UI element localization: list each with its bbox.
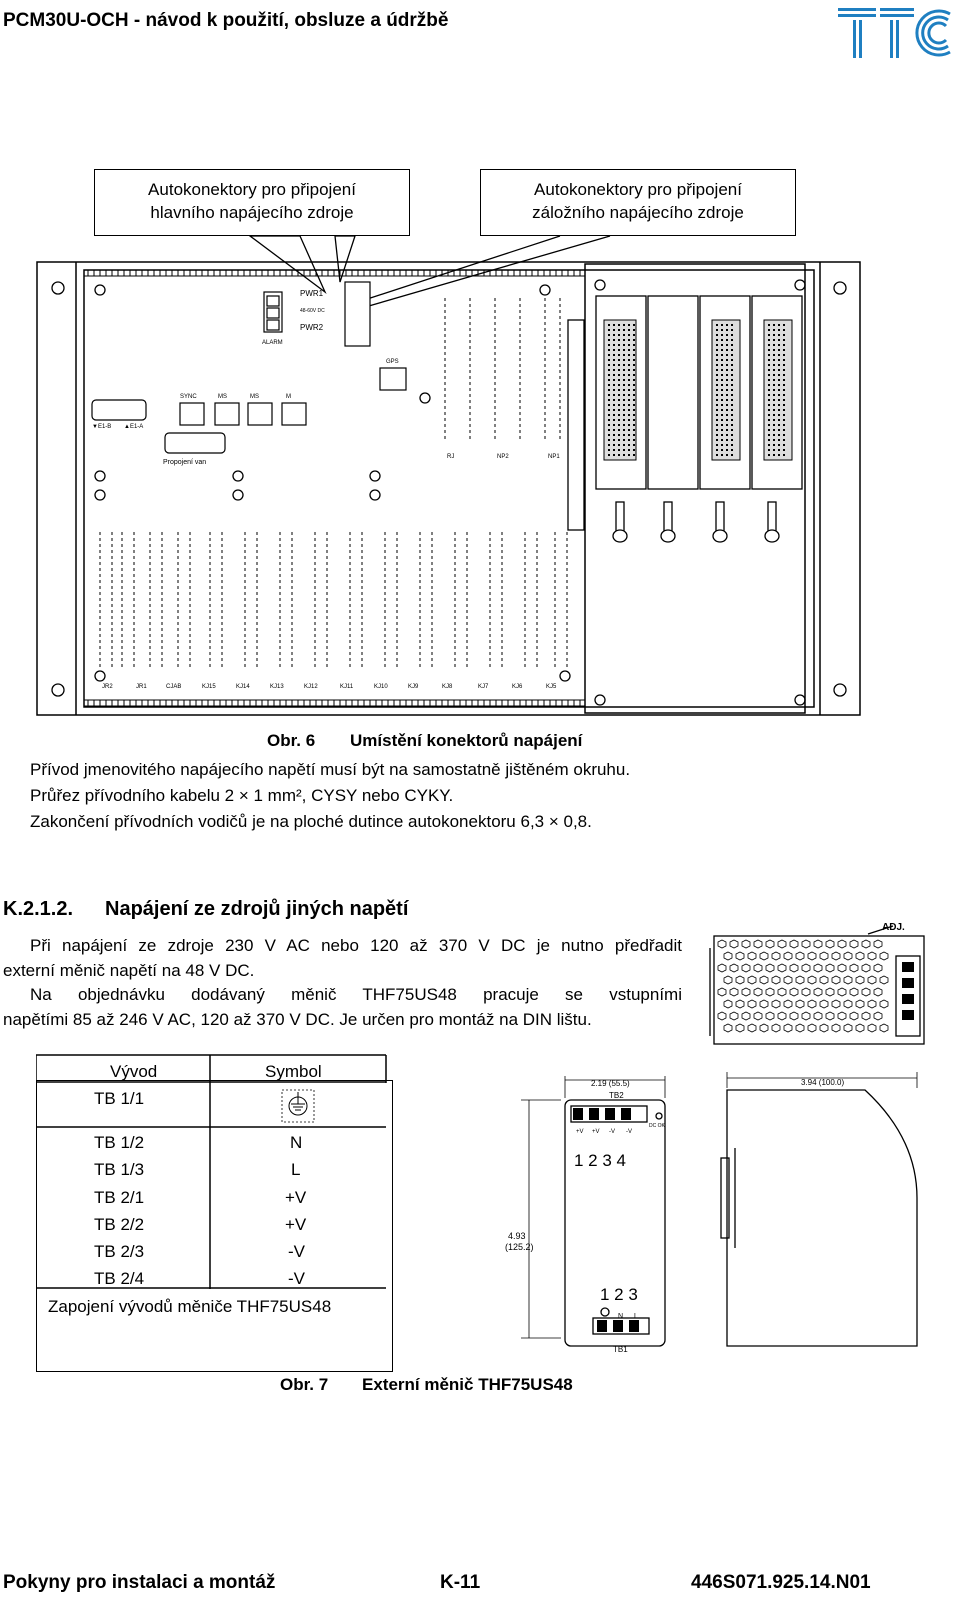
callout-main-power: Autokonektory pro připojení hlavního nap…	[94, 169, 410, 236]
ms1-label: MS	[218, 394, 227, 400]
height-dimension: (125.2)	[505, 1242, 534, 1252]
alarm-label: ALARM	[262, 340, 283, 346]
body-line: Zakončení přívodních vodičů je na ploché…	[30, 812, 592, 831]
bottom-connector-label: KJ10	[374, 684, 388, 690]
pwr2-label: PWR2	[300, 323, 324, 332]
top-connector-label: NP1	[548, 454, 560, 460]
pwr1-label: PWR1	[300, 289, 324, 298]
top-connector-label: RJ	[447, 454, 454, 460]
tb1-numbers: 1 2 3	[600, 1285, 638, 1304]
pin-table-lines	[36, 1054, 387, 1289]
section-number: K.2.1.2.	[3, 898, 74, 920]
bottom-connector-label: KJ7	[478, 684, 489, 690]
pin-cell: TB 2/1	[94, 1188, 145, 1207]
figure7-caption-text: Externí měnič THF75US48	[362, 1375, 573, 1394]
pin-cell: TB 2/3	[94, 1242, 145, 1261]
bottom-connector-label: KJ14	[236, 684, 250, 690]
symbol-cell: -V	[288, 1269, 305, 1288]
tb2-pin: -V	[609, 1129, 615, 1135]
section-title: Napájení ze zdrojů jiných napětí	[105, 898, 409, 920]
converter-dimension-drawing: 2.19 (55.5) TB2 +V +V -V -V DC OK 1 2 3 …	[505, 1072, 918, 1354]
body-line: Přívod jmenovitého napájecího napětí mus…	[30, 760, 631, 779]
pin-cell: TB 1/1	[94, 1089, 145, 1108]
depth-dimension: 3.94 (100.0)	[801, 1078, 844, 1087]
adj-label: ADJ.	[882, 922, 905, 933]
e1a-label: ▲E1-A	[124, 424, 143, 430]
width-dimension: 2.19 (55.5)	[591, 1079, 630, 1088]
bottom-connector-label: KJ5	[546, 684, 557, 690]
tb2-pin: -V	[626, 1129, 632, 1135]
bottom-connector-label: CJAB	[166, 684, 181, 690]
bottom-connector-label: KJ12	[304, 684, 318, 690]
ground-icon	[281, 1089, 315, 1123]
propojeni-label: Propojení van	[163, 459, 206, 466]
bottom-connector-label: KJ9	[408, 684, 419, 690]
paragraph-line: napětími 85 až 246 V AC, 120 až 370 V DC…	[3, 1010, 592, 1029]
paragraph-line: Na objednávku dodávaný měnič THF75US48 p…	[30, 985, 682, 1004]
figure6-caption-number: Obr. 6	[267, 731, 316, 750]
pin-cell: TB 2/2	[94, 1215, 145, 1234]
tb1-pin: L	[634, 1313, 638, 1320]
converter-front-view: ADJ.	[709, 922, 925, 1045]
top-connector-label: NP2	[497, 454, 509, 460]
bottom-connector-label: JR1	[136, 684, 147, 690]
paragraph-line: Při napájení ze zdroje 230 V AC nebo 120…	[30, 936, 682, 955]
page-header-title: PCM30U-OCH - návod k použití, obsluze a …	[3, 10, 449, 31]
gps-label: GPS	[386, 359, 399, 365]
pin-table-header-pin: Vývod	[110, 1062, 158, 1081]
pin-cell: TB 1/3	[94, 1160, 145, 1179]
bottom-connector-label: JR2	[102, 684, 113, 690]
callout-backup-power: Autokonektory pro připojení záložního na…	[480, 169, 796, 236]
paragraph-line: externí měnič napětí na 48 V DC.	[3, 961, 255, 980]
symbol-cell: -V	[288, 1242, 305, 1261]
m-label: M	[286, 394, 291, 400]
tb2-pin: +V	[576, 1129, 584, 1135]
figure6-caption-text: Umístění konektorů napájení	[350, 731, 583, 750]
figure7-caption-number: Obr. 7	[280, 1375, 329, 1394]
symbol-cell: +V	[285, 1215, 307, 1234]
symbol-cell: N	[290, 1133, 303, 1152]
bottom-connector-label: KJ6	[512, 684, 523, 690]
tb1-label: TB1	[613, 1345, 628, 1354]
sync-label: SYNC	[180, 394, 197, 400]
tb1-pin: N	[618, 1313, 623, 1320]
ms2-label: MS	[250, 394, 259, 400]
symbol-cell: +V	[285, 1188, 307, 1207]
ttc-logo	[838, 8, 951, 58]
backplane-diagram: PWR1 48-60V DC PWR2 ALARM GPS SYNC MS MS…	[36, 235, 861, 716]
footer-left: Pokyny pro instalaci a montáž	[3, 1572, 276, 1593]
voltage-label: 48-60V DC	[300, 308, 325, 314]
height-dimension: 4.93	[508, 1231, 526, 1241]
pin-cell: TB 2/4	[94, 1269, 145, 1288]
pin-cell: TB 1/2	[94, 1133, 145, 1152]
body-line: Průřez přívodního kabelu 2 × 1 mm², CYSY…	[30, 786, 454, 805]
tb2-label: TB2	[609, 1091, 624, 1100]
bottom-connector-label: KJ11	[340, 684, 354, 690]
footer-document-id: 446S071.925.14.N01	[691, 1572, 871, 1593]
bottom-connector-label: KJ15	[202, 684, 216, 690]
tb2-numbers: 1 2 3 4	[574, 1151, 626, 1170]
pin-table-header-symbol: Symbol	[265, 1062, 322, 1081]
pin-table-frame	[36, 1080, 393, 1372]
bottom-connector-label: KJ13	[270, 684, 284, 690]
e1b-label: ▼E1-B	[92, 424, 111, 430]
bottom-connector-label: KJ8	[442, 684, 453, 690]
dc-ok-label: DC OK	[649, 1123, 666, 1129]
tb2-pin: +V	[592, 1129, 600, 1135]
symbol-cell: L	[291, 1160, 301, 1179]
pin-table-footer: Zapojení vývodů měniče THF75US48	[48, 1297, 332, 1316]
footer-page-number: K-11	[440, 1572, 481, 1593]
